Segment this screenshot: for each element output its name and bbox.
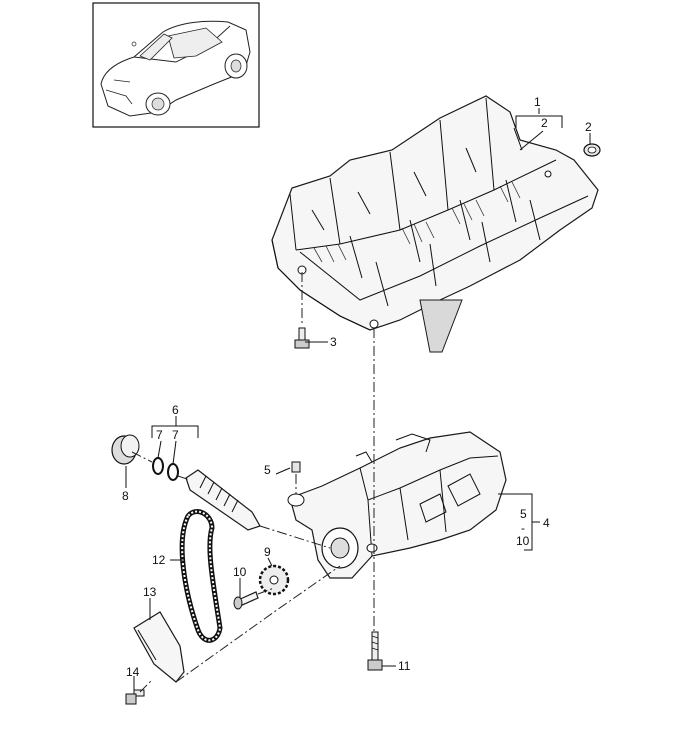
callout-6: 6 <box>172 403 179 417</box>
callout-8: 8 <box>122 489 129 503</box>
callout-10-range: 10 <box>516 534 530 548</box>
car-icon <box>100 20 251 117</box>
bolt-part-11 <box>367 631 383 671</box>
oil-pan-housing <box>271 95 599 353</box>
callout-labels: 1 2 2 3 4 5 5 - 10 6 7 7 8 9 10 11 12 13… <box>122 95 592 679</box>
callout-2-seal: 2 <box>585 120 592 134</box>
callout-10-bolt: 10 <box>233 565 247 579</box>
assembly-lines <box>131 272 375 693</box>
chain-cover-part <box>133 611 185 683</box>
bolt-part-3 <box>294 327 310 349</box>
callout-3: 3 <box>330 335 337 349</box>
callout-9: 9 <box>264 545 271 559</box>
callout-11: 11 <box>398 659 411 673</box>
callout-range-dash: - <box>521 521 525 535</box>
callout-2-ring: 2 <box>541 116 548 130</box>
callout-5-range: 5 <box>520 507 527 521</box>
bush-part-8 <box>111 434 140 465</box>
callout-14: 14 <box>126 665 140 679</box>
callout-1: 1 <box>534 95 541 109</box>
bolt-part-14 <box>125 689 145 705</box>
drive-shaft-part <box>185 469 261 531</box>
sleeve-part-5 <box>291 461 301 473</box>
vehicle-thumbnail <box>92 2 260 128</box>
leader-lines <box>125 108 591 692</box>
oil-pump-housing <box>287 431 507 579</box>
callout-7-left: 7 <box>156 428 163 442</box>
callout-4: 4 <box>543 516 550 530</box>
chain-part <box>179 509 223 643</box>
sealing-ring-part <box>583 143 601 157</box>
callout-5-sleeve: 5 <box>264 463 271 477</box>
callout-7-right: 7 <box>172 428 179 442</box>
bolt-part-10 <box>233 591 259 610</box>
sprocket-part <box>258 564 290 596</box>
callout-13: 13 <box>143 585 157 599</box>
callout-12: 12 <box>152 553 166 567</box>
o-ring-parts <box>152 457 179 481</box>
